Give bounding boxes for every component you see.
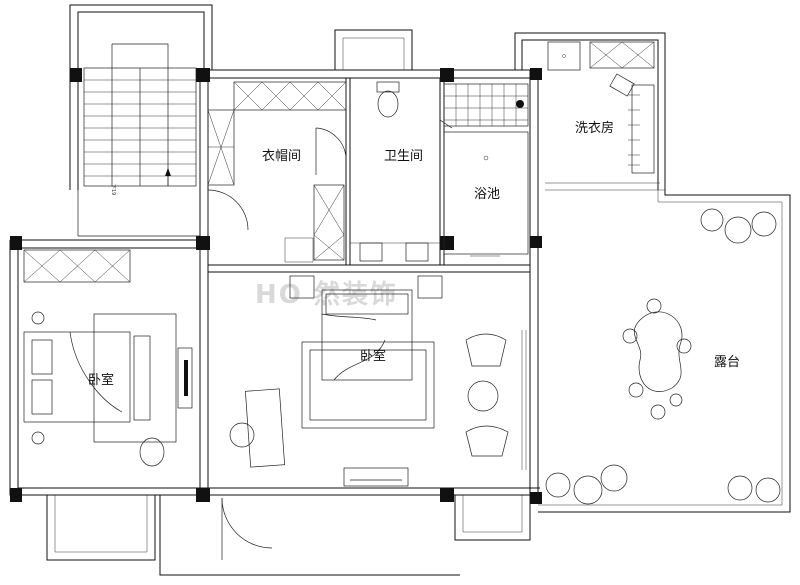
main-bedroom-furniture <box>229 275 527 487</box>
room-label-bedroom-left: 卧室 <box>88 372 114 388</box>
exterior-walls <box>9 4 791 513</box>
room-labels: 衣帽间 卫生间 浴池 洗衣房 卧室 卧室 露台 <box>88 120 740 388</box>
columns <box>10 68 542 504</box>
room-label-bathroom: 卫生间 <box>384 149 423 164</box>
laundry-furniture <box>547 41 655 174</box>
room-label-bathtub: 浴池 <box>474 187 500 202</box>
room-label-bedroom-main: 卧室 <box>360 348 386 364</box>
doors <box>46 29 531 576</box>
room-label-terrace: 露台 <box>714 355 740 370</box>
room-label-laundry: 洗衣房 <box>575 120 614 136</box>
bathroom-fixtures <box>350 81 529 262</box>
cloakroom-furniture <box>207 81 347 263</box>
left-bedroom-furniture <box>23 249 193 467</box>
staircase: 下19 <box>83 43 197 195</box>
stair-direction-label: 下19 <box>110 184 116 195</box>
watermark: HO 然装饰 <box>255 279 398 310</box>
room-label-cloakroom: 衣帽间 <box>262 148 301 164</box>
terrace-furniture <box>545 208 781 505</box>
